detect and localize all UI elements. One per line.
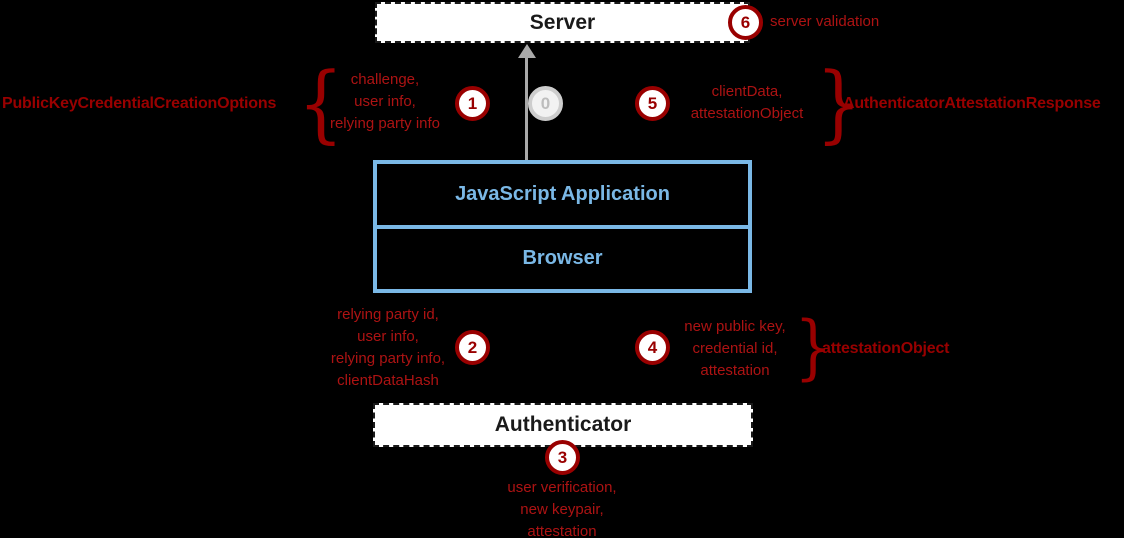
left-object-label: PublicKeyCredentialCreationOptions xyxy=(2,95,277,112)
payload-line: challenge, xyxy=(350,71,420,88)
step-3-number: 3 xyxy=(557,447,568,467)
payload-line: new keypair, xyxy=(520,501,604,518)
browser-row: Browser xyxy=(377,224,748,290)
step-4-number: 4 xyxy=(647,337,658,357)
attestation-object-label: attestationObject xyxy=(822,340,950,357)
payload-line: attestation xyxy=(527,523,597,538)
js-application-label: JavaScript Application xyxy=(455,182,670,205)
payload-line: relying party info xyxy=(329,115,441,132)
step-3-circle: 3 xyxy=(545,440,580,475)
step-2-circle: 2 xyxy=(455,330,490,365)
upward-arrow-line xyxy=(525,56,528,160)
step-0-number: 0 xyxy=(540,93,551,113)
step-1-number: 1 xyxy=(467,93,478,113)
payload-line: new public key, xyxy=(684,318,786,335)
step-4-payload: new public key, credential id, attestati… xyxy=(635,316,835,382)
payload-line: credential id, xyxy=(692,340,778,357)
step-2-number: 2 xyxy=(467,337,478,357)
right-object-label: AuthenticatorAttestationResponse xyxy=(843,95,1101,112)
payload-line: relying party id, xyxy=(337,306,439,323)
step-6-number: 6 xyxy=(740,12,751,32)
step-3-payload: user verification, new keypair, attestat… xyxy=(462,477,662,538)
browser-node: JavaScript Application Browser xyxy=(373,160,752,293)
close-brace: } xyxy=(794,306,833,388)
step-5-payload: clientData, attestationObject xyxy=(647,81,847,125)
server-node: Server xyxy=(375,2,750,43)
server-label: Server xyxy=(529,10,596,34)
open-brace: { xyxy=(298,54,344,152)
payload-line: attestation xyxy=(700,362,770,379)
close-brace: } xyxy=(816,54,862,152)
step-4-circle: 4 xyxy=(635,330,670,365)
step-5-circle: 5 xyxy=(635,86,670,121)
authenticator-label: Authenticator xyxy=(494,413,632,436)
upward-arrow-head xyxy=(518,44,536,58)
authenticator-node: Authenticator xyxy=(373,403,753,447)
payload-line: user info, xyxy=(354,93,416,110)
step-0-circle: 0 xyxy=(528,86,563,121)
payload-line: user info, xyxy=(357,328,419,345)
payload-line: user verification, xyxy=(507,479,617,496)
browser-label: Browser xyxy=(522,247,603,270)
payload-line: relying party info, xyxy=(330,350,446,367)
payload-line: clientDataHash xyxy=(337,372,439,389)
step-2-payload: relying party id, user info, relying par… xyxy=(288,304,488,392)
step-1-payload: challenge, user info, relying party info xyxy=(285,69,485,135)
step-6-circle: 6 xyxy=(728,5,763,40)
step-1-circle: 1 xyxy=(455,86,490,121)
step-5-number: 5 xyxy=(647,93,658,113)
payload-line: attestationObject xyxy=(690,105,804,122)
js-application-row: JavaScript Application xyxy=(377,164,748,225)
payload-line: clientData, xyxy=(711,83,783,100)
server-validation-label: server validation xyxy=(770,13,880,30)
